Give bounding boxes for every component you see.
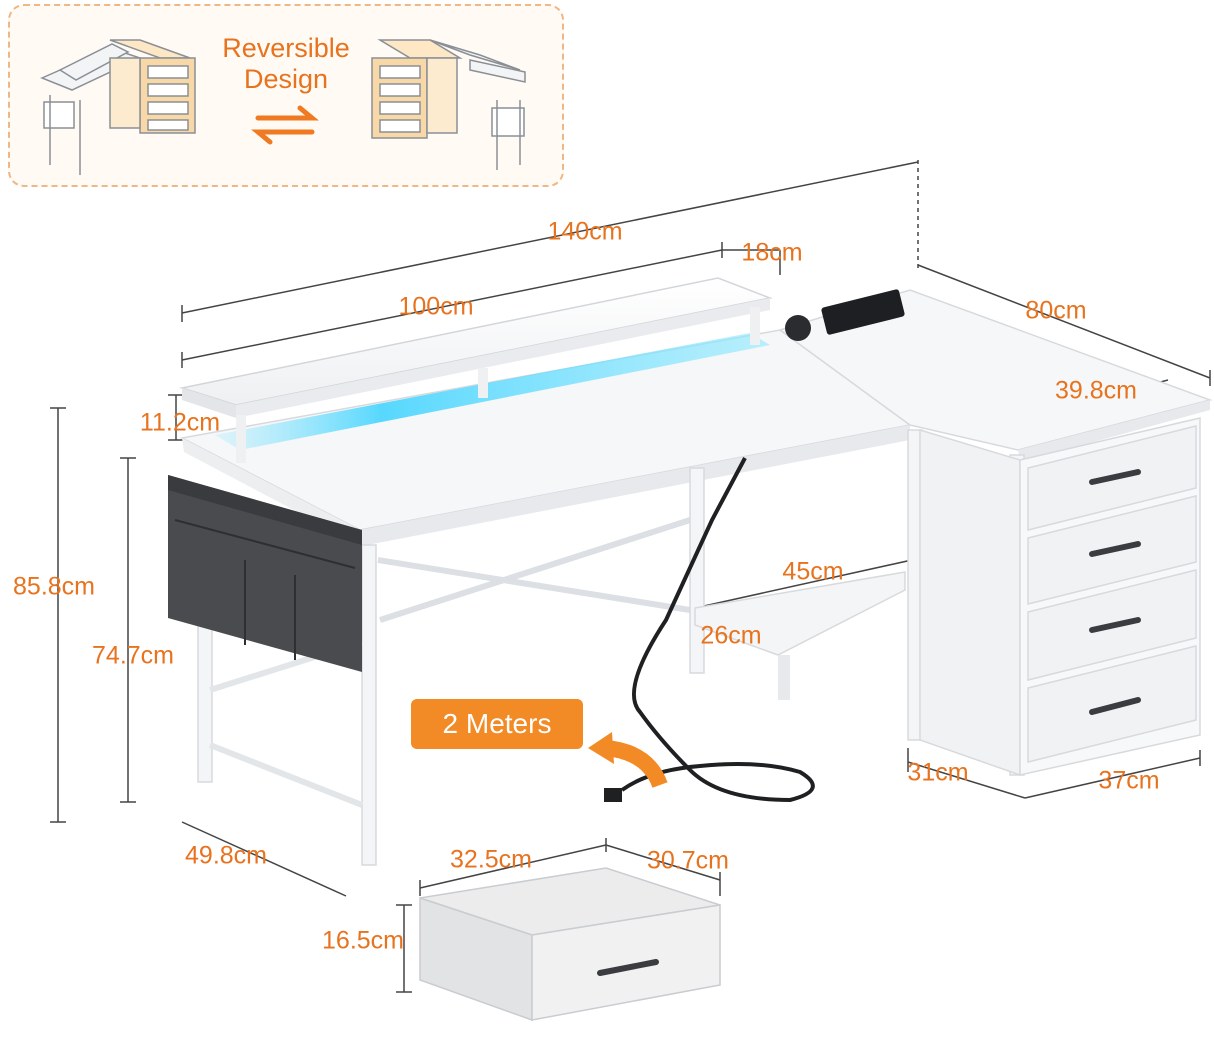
dim-drawer-depth: 30.7cm — [647, 846, 729, 875]
reversible-design-panel — [8, 4, 564, 187]
dim-monitor-stand-height: 11.2cm — [139, 408, 221, 437]
dim-drawer-width: 32.5cm — [450, 845, 532, 874]
lower-shelf — [694, 571, 906, 656]
dim-side-depth: 39.8cm — [1055, 376, 1137, 405]
curved-arrow-icon — [604, 740, 668, 789]
storage-bag — [168, 475, 362, 672]
reversible-title-line2: Design — [243, 64, 329, 94]
dim-shelf-depth: 18cm — [741, 238, 803, 267]
led-strip-glow — [215, 333, 770, 450]
plug-icon — [604, 788, 622, 802]
dim-cabinet-depth: 31cm — [907, 758, 969, 787]
drawer-cabinet — [919, 417, 1201, 777]
power-outlet — [821, 289, 905, 335]
loose-drawer — [419, 867, 721, 1022]
dim-desk-width: 100cm — [398, 292, 474, 321]
dim-desk-height: 74.7cm — [92, 641, 174, 670]
dim-cabinet-width: 37cm — [1098, 766, 1160, 795]
mini-desk-right — [371, 39, 526, 170]
power-cord — [620, 457, 815, 803]
reversible-design-label: Reversible Design — [222, 33, 350, 95]
dim-side-length: 80cm — [1025, 296, 1087, 325]
reversible-title-line1: Reversible — [222, 33, 350, 63]
dim-total-height: 85.8cm — [13, 572, 95, 601]
swap-arrows-icon — [251, 105, 319, 145]
cord-length-badge: 2 Meters — [411, 699, 583, 749]
wireless-charger — [785, 315, 811, 341]
dim-drawer-height: 16.5cm — [322, 926, 404, 955]
dim-desk-depth: 49.8cm — [185, 841, 267, 870]
mini-desk-left — [40, 39, 196, 175]
dim-total-width: 140cm — [547, 217, 623, 246]
dim-lower-shelf-depth: 26cm — [700, 621, 762, 650]
dim-shelf-width: 45cm — [782, 557, 844, 586]
